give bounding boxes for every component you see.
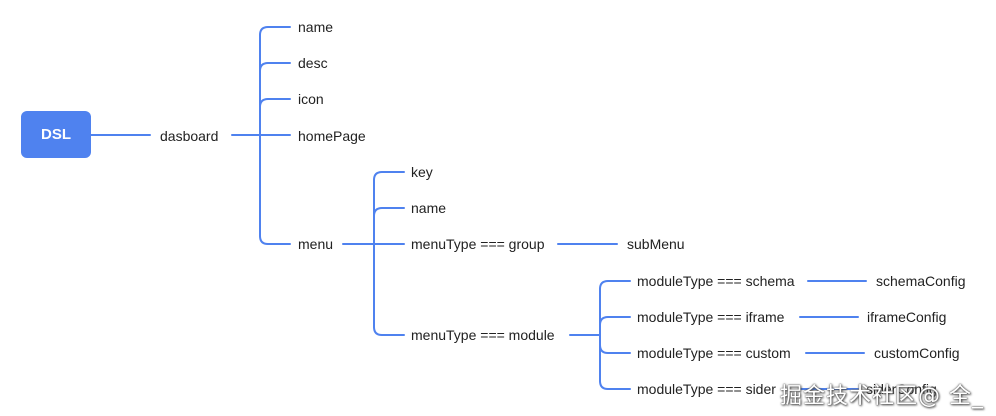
edge-menu-branch-3 xyxy=(373,326,405,336)
node-siderconfig[interactable]: siderConfig xyxy=(866,381,937,397)
node-submenu[interactable]: subMenu xyxy=(627,236,685,252)
node-dasboard[interactable]: dasboard xyxy=(160,128,219,144)
node-menutype-group[interactable]: menuType === group xyxy=(411,236,545,252)
node-schemaconfig[interactable]: schemaConfig xyxy=(876,273,966,289)
watermark-text: 掘金技术社区@ 全_ xyxy=(780,384,984,409)
node-homepage[interactable]: homePage xyxy=(298,128,366,144)
edge-dasboard-branch-4 xyxy=(259,235,291,245)
edge-dasboard-branch-1 xyxy=(259,62,291,72)
edge-module-branch-0 xyxy=(599,280,631,290)
node-moduletype-iframe[interactable]: moduleType === iframe xyxy=(637,309,785,325)
edge-dasboard-branch-2 xyxy=(259,98,291,108)
edge-module-branch-3 xyxy=(599,380,631,390)
node-customconfig[interactable]: customConfig xyxy=(874,345,960,361)
node-menu[interactable]: menu xyxy=(298,236,334,252)
node-desc[interactable]: desc xyxy=(298,55,328,71)
edge-menu-branch-0 xyxy=(373,171,405,181)
node-name[interactable]: name xyxy=(298,19,334,35)
node-moduletype-custom[interactable]: moduleType === custom xyxy=(637,345,791,361)
node-menu-name[interactable]: name xyxy=(411,200,447,216)
node-moduletype-sider[interactable]: moduleType === sider xyxy=(637,381,776,397)
node-menutype-module[interactable]: menuType === module xyxy=(411,327,555,343)
node-key[interactable]: key xyxy=(411,164,433,180)
root-node-dsl[interactable]: DSL xyxy=(21,111,91,158)
edge-dasboard-branch-0 xyxy=(259,26,291,36)
node-icon[interactable]: icon xyxy=(298,91,324,107)
node-iframeconfig[interactable]: iframeConfig xyxy=(867,309,947,325)
edge-menu-branch-1 xyxy=(373,207,405,217)
edge-module-branch-2 xyxy=(599,344,631,354)
node-moduletype-schema[interactable]: moduleType === schema xyxy=(637,273,795,289)
edge-module-branch-1 xyxy=(599,316,631,326)
